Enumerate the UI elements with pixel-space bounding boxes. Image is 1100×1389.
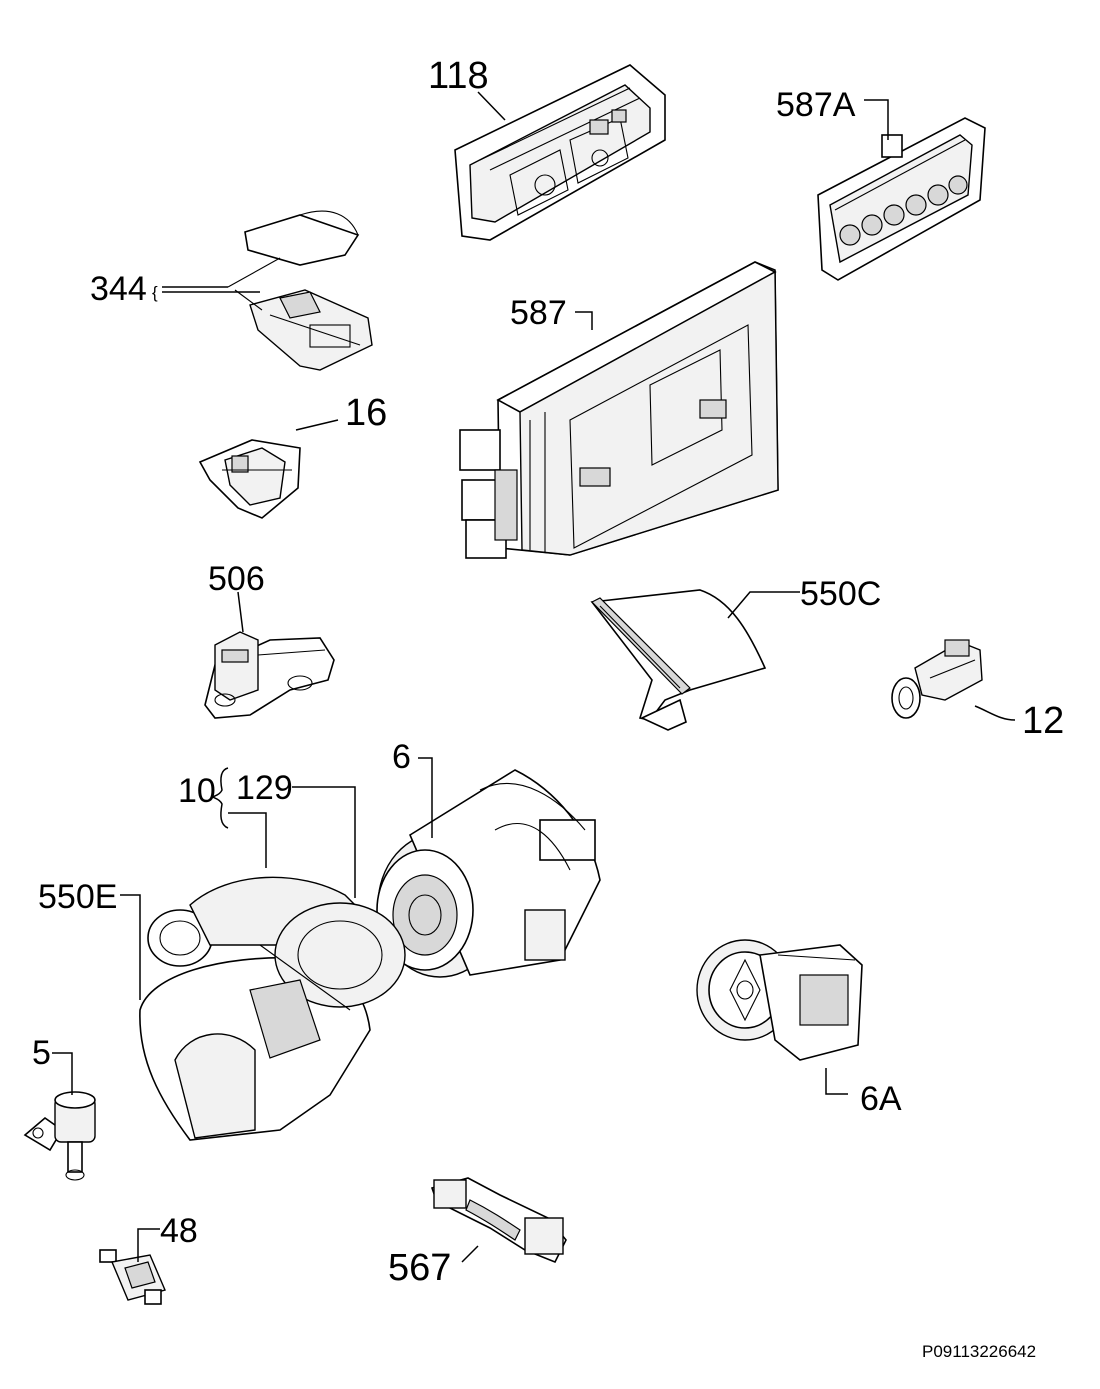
leader-118 bbox=[477, 91, 506, 121]
part-16-door-lock bbox=[198, 439, 301, 519]
leader-6a bbox=[825, 1068, 848, 1095]
leader-587a bbox=[864, 99, 889, 140]
label-344: 344 bbox=[90, 270, 147, 308]
label-5: 5 bbox=[32, 1034, 51, 1072]
label-567: 567 bbox=[388, 1247, 451, 1289]
label-10: 10 bbox=[178, 772, 216, 810]
part-506-latch bbox=[204, 631, 335, 719]
leader-567 bbox=[461, 1245, 479, 1263]
label-48: 48 bbox=[160, 1212, 198, 1250]
label-6: 6 bbox=[392, 738, 411, 776]
label-129: 129 bbox=[236, 769, 293, 807]
part-118-control-board bbox=[454, 64, 666, 241]
part-344-switch-assembly bbox=[244, 210, 373, 371]
leader-344-bottom bbox=[234, 289, 263, 311]
part-6a-drain-pump bbox=[696, 939, 863, 1061]
part-550e-pump-housing bbox=[139, 876, 406, 1141]
leader-550e bbox=[120, 894, 141, 1000]
leader-550c bbox=[727, 591, 800, 619]
label-12: 12 bbox=[1022, 700, 1064, 742]
leader-16 bbox=[295, 419, 339, 431]
label-506: 506 bbox=[208, 560, 265, 598]
leader-12 bbox=[974, 705, 1016, 721]
label-6a: 6A bbox=[860, 1080, 902, 1118]
part-587a-display-board bbox=[817, 117, 986, 281]
label-550e: 550E bbox=[38, 878, 117, 916]
part-550c-cover bbox=[590, 589, 767, 731]
brace-10 bbox=[211, 767, 229, 829]
leader-129 bbox=[292, 786, 356, 898]
label-587a: 587A bbox=[776, 86, 856, 124]
part-587-main-module bbox=[459, 261, 779, 559]
part-12-sensor bbox=[891, 639, 983, 719]
part-48-sensor bbox=[99, 1249, 166, 1305]
part-6-circulation-motor bbox=[376, 769, 601, 978]
svg-text:{: { bbox=[152, 283, 158, 302]
part-5-valve bbox=[23, 1091, 96, 1181]
label-16: 16 bbox=[345, 392, 387, 434]
leader-48 bbox=[137, 1228, 160, 1262]
part-567-bracket bbox=[430, 1177, 567, 1264]
leader-587 bbox=[575, 311, 593, 330]
leader-5 bbox=[52, 1052, 73, 1095]
leader-6 bbox=[418, 757, 433, 838]
reference-code: P09113226642 bbox=[922, 1342, 1036, 1361]
label-550c: 550C bbox=[800, 575, 881, 613]
leader-344-top bbox=[227, 257, 281, 288]
leader-10 bbox=[228, 812, 267, 868]
label-118: 118 bbox=[428, 55, 489, 97]
leader-506 bbox=[237, 591, 244, 633]
label-587: 587 bbox=[510, 294, 567, 332]
